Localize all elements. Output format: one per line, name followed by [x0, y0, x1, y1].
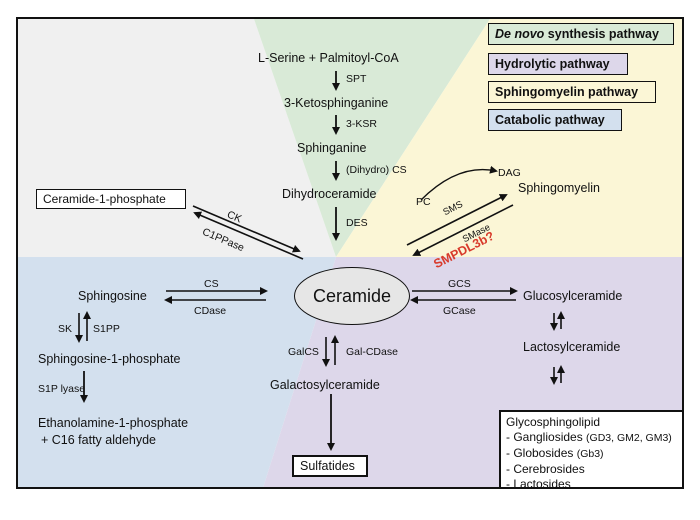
- gsl-gangliosides-sub: (GD3, GM2, GM3): [586, 432, 672, 444]
- label-glucosylceramide: Glucosylceramide: [523, 289, 623, 303]
- gsl-gangliosides: - Gangliosides (GD3, GM2, GM3): [506, 430, 679, 446]
- legend-sphingomyelin-label: Sphingomyelin pathway: [495, 85, 639, 99]
- box-ceramide-1-phosphate: Ceramide-1-phosphate: [36, 189, 186, 209]
- region-de-novo: [254, 19, 490, 257]
- label-s1p: Sphingosine-1-phosphate: [38, 352, 181, 366]
- label-sphinganine: Sphinganine: [297, 141, 367, 155]
- node-ceramide: Ceramide: [294, 267, 410, 325]
- gsl-globosides-label: - Globosides: [506, 446, 577, 460]
- gsl-gangliosides-label: - Gangliosides: [506, 430, 587, 444]
- label-ketosphinganine: 3-Ketosphinganine: [284, 96, 389, 110]
- label-dihydroceramide: Dihydroceramide: [282, 187, 377, 201]
- label-gcase: GCase: [443, 305, 476, 317]
- diagram-frame: De novo synthesis pathway Hydrolytic pat…: [16, 17, 684, 489]
- legend-denovo-em: De novo: [495, 27, 545, 41]
- legend-denovo-rest: synthesis pathway: [544, 27, 659, 41]
- label-sphingosine: Sphingosine: [78, 289, 147, 303]
- legend-catabolic-label: Catabolic pathway: [495, 113, 605, 127]
- legend-hydrolytic: Hydrolytic pathway: [488, 53, 628, 75]
- legend-catabolic: Catabolic pathway: [488, 109, 622, 131]
- node-ceramide-label: Ceramide: [312, 285, 392, 306]
- gsl-cerebrosides: - Cerebrosides: [506, 462, 585, 476]
- label-gcs: GCS: [448, 278, 471, 290]
- label-pc: PC: [416, 196, 431, 208]
- label-gal-cdase: Gal-CDase: [346, 346, 398, 358]
- legend-sphingomyelin: Sphingomyelin pathway: [488, 81, 656, 103]
- label-spt: SPT: [346, 73, 367, 85]
- label-dag: DAG: [498, 167, 521, 179]
- region-sphingomyelin: [336, 19, 682, 257]
- arrow-ck: [192, 205, 301, 253]
- label-sphingomyelin: Sphingomyelin: [518, 181, 600, 195]
- label-sk: SK: [58, 323, 73, 335]
- label-lactosylceramide: Lactosylceramide: [523, 340, 621, 354]
- label-start: L-Serine + Palmitoyl-CoA: [258, 51, 399, 65]
- gsl-title: Glycosphingolipid: [506, 415, 601, 429]
- arrow-c1ppase: [193, 211, 304, 260]
- region-catabolic: [18, 257, 336, 487]
- label-galactosylceramide: Galactosylceramide: [270, 378, 380, 392]
- box-sulfatides: Sulfatides: [292, 455, 368, 477]
- label-cs: CS: [204, 278, 219, 290]
- label-products-1: Ethanolamine-1-phosphate: [38, 416, 189, 430]
- label-s1pp: S1PP: [93, 323, 120, 335]
- arc-pc-dag: [420, 165, 498, 201]
- label-des: DES: [346, 217, 368, 229]
- label-galcs: GalCS: [288, 346, 319, 358]
- label-cdase: CDase: [194, 305, 227, 317]
- gsl-lactosides: - Lactosides: [506, 477, 571, 489]
- box-c1p-label: Ceramide-1-phosphate: [43, 192, 166, 206]
- label-dihydro-cs: (Dihydro) CS: [346, 164, 407, 176]
- legend-hydrolytic-label: Hydrolytic pathway: [495, 57, 610, 71]
- box-glycosphingolipid: Glycosphingolipid - Gangliosides (GD3, G…: [499, 410, 682, 489]
- arrow-smase: [412, 204, 514, 256]
- legend-denovo: De novo synthesis pathway: [488, 23, 674, 45]
- arrow-sms: [406, 194, 508, 246]
- label-3ksr: 3-KSR: [346, 118, 377, 130]
- gsl-globosides: - Globosides (Gb3): [506, 446, 679, 462]
- box-sulfatides-label: Sulfatides: [300, 459, 355, 473]
- label-products-2: + C16 fatty aldehyde: [41, 433, 157, 447]
- label-s1p-lyase: S1P lyase: [38, 383, 86, 395]
- gsl-globosides-sub: (Gb3): [576, 448, 604, 460]
